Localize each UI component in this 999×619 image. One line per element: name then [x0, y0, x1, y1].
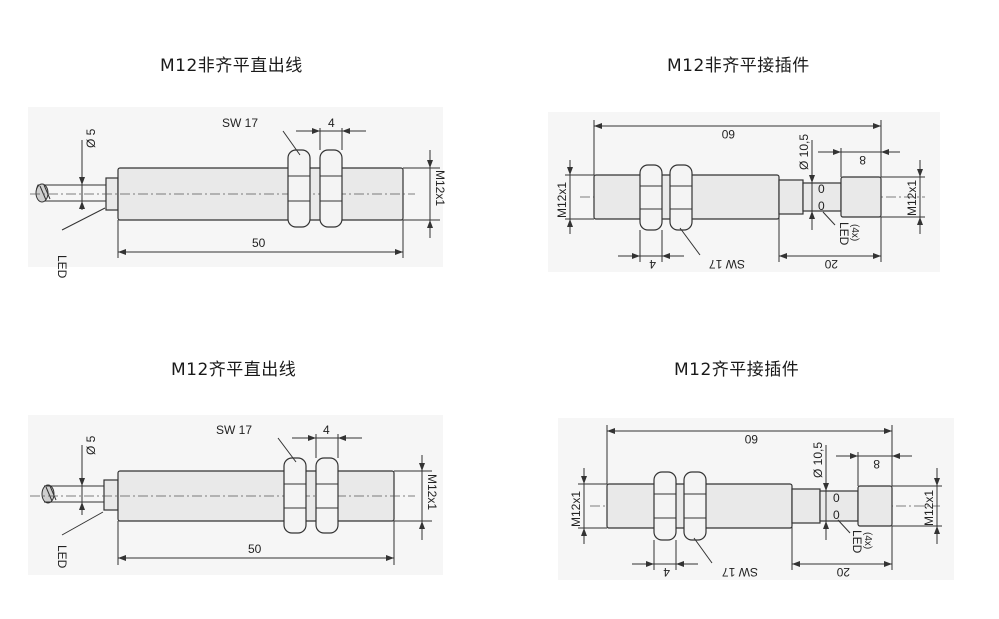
total-length-label: 60 — [744, 432, 758, 446]
cable-hatch — [39, 184, 51, 201]
neck — [778, 179, 804, 215]
cable-hatch — [45, 485, 57, 502]
thread-right-label: M12x1 — [905, 180, 919, 216]
diameter-label: Ø 10,5 — [797, 134, 811, 170]
cable-diameter-label: Ø 5 — [84, 435, 98, 455]
panel-title: M12非齐平接插件 — [667, 56, 810, 76]
wrench-size-label: SW 17 — [222, 116, 258, 130]
wrench-size-label: SW 17 — [709, 257, 745, 271]
diameter-label: Ø 10,5 — [811, 442, 825, 478]
nut-1 — [653, 471, 677, 541]
thread-left-label: M12x1 — [569, 491, 583, 527]
connector-thread — [840, 176, 882, 218]
nut-1 — [283, 457, 307, 534]
length-label: 50 — [248, 542, 262, 556]
thread-left-label: M12x1 — [555, 182, 569, 218]
small-dim-label: 8 — [873, 457, 880, 471]
led-label: LED — [55, 545, 69, 569]
led-label: LED — [55, 255, 69, 279]
led-mark: 0 — [833, 508, 840, 522]
led-count-label: (4x) — [849, 224, 860, 241]
neck — [791, 488, 821, 524]
connector-length-label: 20 — [824, 257, 838, 271]
nut-1 — [287, 149, 311, 228]
nut-2 — [683, 471, 707, 541]
small-dim-label: 8 — [859, 153, 866, 167]
panel-title: M12齐平直出线 — [171, 360, 297, 380]
total-length-label: 60 — [721, 127, 735, 141]
wrench-size-label: SW 17 — [722, 565, 758, 579]
connector-thread — [857, 485, 893, 527]
led-count-label: (4x) — [862, 532, 873, 549]
thread-label: M12x1 — [425, 474, 439, 510]
led-label: LED — [850, 530, 864, 554]
nut-width-label: 4 — [323, 423, 330, 437]
thread-label: M12x1 — [433, 170, 447, 206]
nut-width-label: 4 — [649, 257, 656, 271]
thread-right-label: M12x1 — [922, 490, 936, 526]
connector-length-label: 20 — [836, 565, 850, 579]
nut-width-label: 4 — [663, 565, 670, 579]
length-label: 50 — [252, 236, 266, 250]
wrench-size-label: SW 17 — [216, 423, 252, 437]
nut-1 — [639, 164, 663, 231]
led-ring — [802, 182, 842, 212]
led-mark: 0 — [818, 182, 825, 196]
nut-2 — [319, 149, 343, 228]
led-mark: 0 — [833, 491, 840, 505]
panel-title: M12齐平接插件 — [674, 360, 800, 380]
led-label: LED — [837, 222, 851, 246]
cable-diameter-label: Ø 5 — [84, 128, 98, 148]
led-mark: 0 — [818, 199, 825, 213]
panel-title: M12非齐平直出线 — [160, 56, 303, 76]
nut-width-label: 4 — [328, 116, 335, 130]
nut-2 — [315, 457, 339, 534]
